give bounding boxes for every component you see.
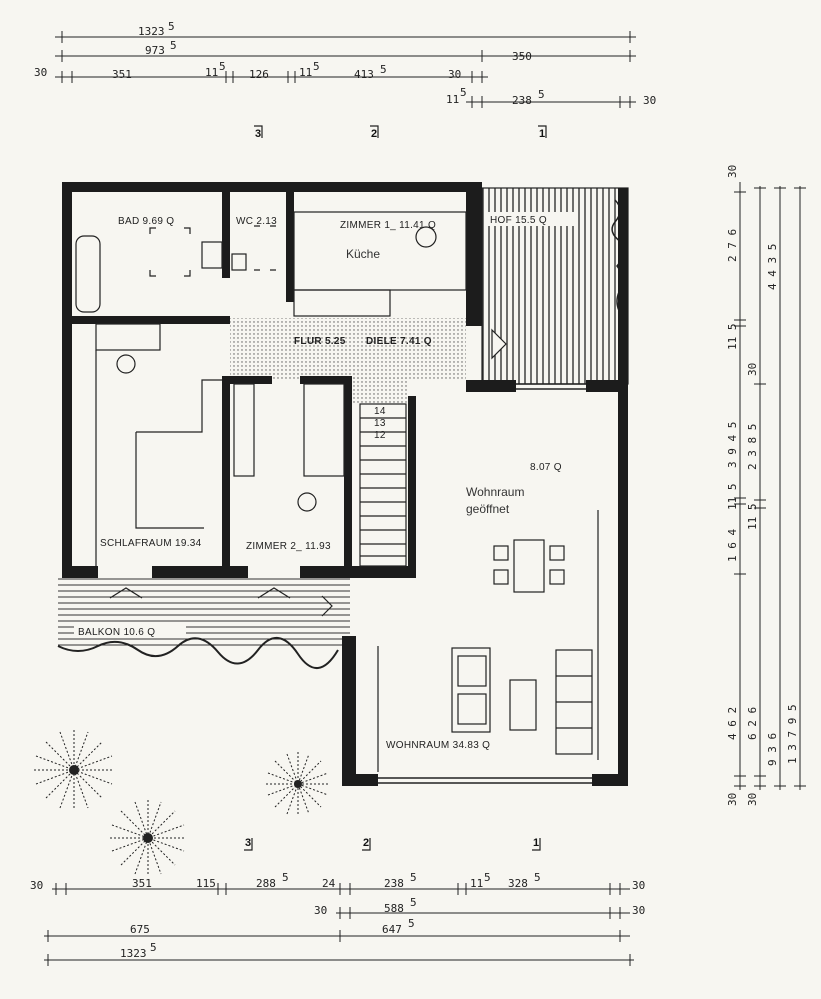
dim-top-973: 973 [145,44,165,57]
svg-text:238: 238 [512,94,532,107]
svg-text:3: 3 [255,128,261,140]
svg-text:30: 30 [30,879,43,892]
wohnraum-note-line2: geöffnet [466,502,510,516]
svg-text:14: 14 [374,406,386,417]
svg-text:351: 351 [132,877,152,890]
wohnraum-note-line1: Wohnraum [466,485,524,499]
fixtures [75,211,599,772]
svg-text:11: 11 [470,877,483,890]
svg-text:30: 30 [726,793,739,806]
svg-text:5: 5 [534,871,541,884]
courtyard-hof: HOF 15.5 Q [481,187,629,385]
svg-text:1 3 7 9 5: 1 3 7 9 5 [786,704,799,764]
flur-diele-floor [230,318,466,380]
svg-text:30: 30 [746,793,759,806]
svg-text:5: 5 [168,20,175,33]
svg-text:11: 11 [446,93,459,106]
svg-text:647: 647 [382,923,402,936]
svg-text:30: 30 [34,66,47,79]
schlafraum-label: SCHLAFRAUM 19.34 [100,538,202,549]
dim-top-total: 1323 [138,25,165,38]
bad-label: BAD 9.69 Q [118,216,174,227]
kueche-label: Küche [346,247,380,261]
svg-text:30: 30 [632,879,645,892]
zimmer2-label: ZIMMER 2_ 11.93 [246,541,331,552]
svg-text:30: 30 [746,363,759,376]
svg-text:30: 30 [314,904,327,917]
svg-text:5: 5 [170,39,177,52]
svg-text:30: 30 [448,68,461,81]
svg-text:11: 11 [205,66,218,79]
top-dimensions: 1323 5 973 5 350 30 351 11 5 126 11 5 41… [34,20,656,108]
wc-label: WC 2.13 [236,216,277,227]
svg-text:675: 675 [130,923,150,936]
svg-text:5: 5 [410,871,417,884]
svg-text:2: 2 [363,837,369,849]
svg-text:30: 30 [632,904,645,917]
svg-text:238: 238 [384,877,404,890]
balcony: BALKON 10.6 Q [57,578,350,669]
room-labels: BAD 9.69 Q WC 2.13 ZIMMER 1_ 11.41 Q Küc… [100,216,562,751]
svg-text:11 5: 11 5 [726,484,739,511]
zimmer1-label: ZIMMER 1_ 11.41 Q [340,220,436,231]
svg-text:11: 11 [299,66,312,79]
svg-text:588: 588 [384,902,404,915]
svg-text:1 6 4: 1 6 4 [726,529,739,562]
svg-text:30: 30 [643,94,656,107]
svg-text:5: 5 [460,86,467,99]
dim-top-350: 350 [512,50,532,63]
wohnraum-label: WOHNRAUM 34.83 Q [386,740,490,751]
svg-text:24: 24 [322,877,336,890]
svg-text:9 3 6: 9 3 6 [766,733,779,766]
svg-text:1323: 1323 [120,947,147,960]
svg-text:115: 115 [196,877,216,890]
svg-text:6 2 6: 6 2 6 [746,707,759,740]
svg-text:288: 288 [256,877,276,890]
svg-text:126: 126 [249,68,269,81]
area-8-07-label: 8.07 Q [530,462,562,473]
svg-text:5: 5 [538,88,545,101]
svg-text:12: 12 [374,430,386,441]
section-marks-top: 3 2 1 [254,125,547,140]
svg-text:3 9 4 5: 3 9 4 5 [726,422,739,468]
balkon-label: BALKON 10.6 Q [78,627,155,638]
svg-text:5: 5 [410,896,417,909]
section-marks-bottom: 3 2 1 [244,837,541,851]
svg-text:1: 1 [539,128,545,140]
svg-text:2: 2 [371,128,377,140]
svg-text:3: 3 [245,837,251,849]
diele-label: DIELE 7.41 Q [366,336,432,347]
hof-label: HOF 15.5 Q [490,215,547,226]
svg-text:13: 13 [374,418,386,429]
svg-text:351: 351 [112,68,132,81]
svg-text:4 4 3 5: 4 4 3 5 [766,244,779,290]
svg-text:11 5: 11 5 [746,504,759,531]
svg-text:5: 5 [282,871,289,884]
svg-text:5: 5 [484,871,491,884]
svg-text:5: 5 [408,917,415,930]
svg-text:2 3 8 5: 2 3 8 5 [746,424,759,470]
svg-text:5: 5 [313,60,320,73]
flur-label: FLUR 5.25 [294,336,346,347]
svg-text:413: 413 [354,68,374,81]
svg-text:5: 5 [150,941,157,954]
svg-text:5: 5 [219,60,226,73]
svg-text:30: 30 [726,165,739,178]
trees [34,730,330,876]
svg-text:4 6 2: 4 6 2 [726,707,739,740]
svg-text:11 5: 11 5 [726,324,739,351]
svg-text:1: 1 [533,837,539,849]
staircase [359,403,407,567]
right-dimensions: 30 2 7 6 11 5 3 9 4 5 11 5 1 6 4 4 6 2 3… [726,165,806,806]
walls [62,182,628,786]
svg-text:2 7 6: 2 7 6 [726,229,739,262]
svg-text:5: 5 [380,63,387,76]
svg-text:328: 328 [508,877,528,890]
bottom-dimensions: 30 351 115 288 5 24 238 5 11 5 328 5 30 … [30,871,645,966]
